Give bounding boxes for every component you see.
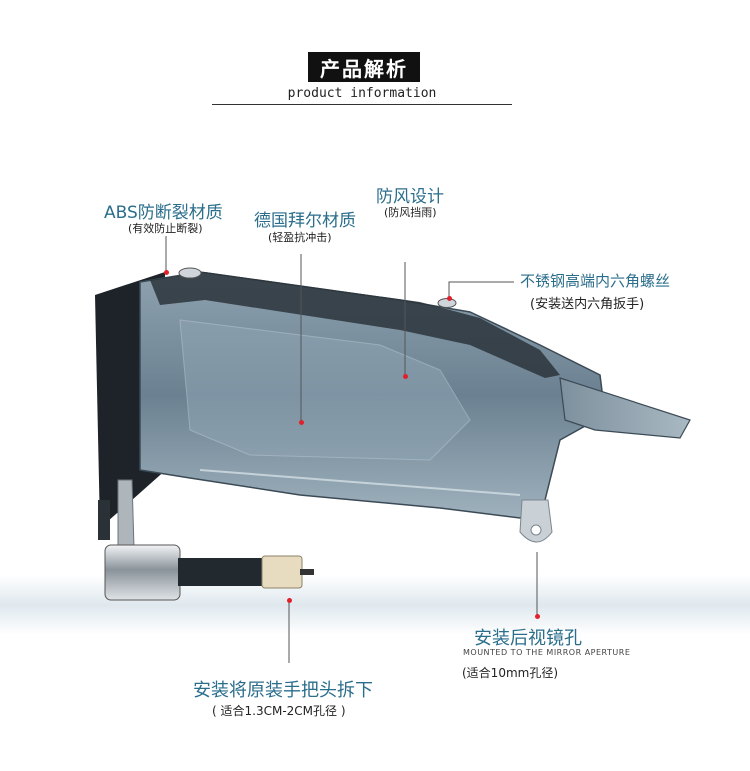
bracket-arm <box>117 479 135 549</box>
label-mirror: 安装后视镜孔 <box>474 628 582 649</box>
note-wind: (防风挡雨) <box>384 206 437 219</box>
marker-dot-mirror <box>535 614 540 619</box>
frame-foot <box>98 500 110 540</box>
label-abs: ABS防断裂材质 <box>104 203 223 223</box>
title-divider <box>212 104 512 105</box>
label-bayer: 德国拜尔材质 <box>254 211 356 231</box>
shell-edge-highlight <box>199 469 521 496</box>
marker-dot-screw <box>447 296 452 301</box>
expander-plug <box>261 555 303 589</box>
label-wind: 防风设计 <box>376 187 444 207</box>
marker-dot-bayer <box>299 420 304 425</box>
marker-dot-abs <box>164 270 169 275</box>
bar-end-weight <box>104 544 181 601</box>
note-screw: (安装送内六角扳手) <box>530 297 645 312</box>
leader-screw <box>448 281 514 298</box>
marker-dot-handlebar <box>287 598 292 603</box>
shell-top-trim <box>150 272 560 378</box>
label-screw: 不锈钢高端内六角螺丝 <box>520 272 671 290</box>
note-bayer: (轻盈抗冲击) <box>268 231 332 244</box>
label-handlebar: 安装将原装手把头拆下 <box>193 680 373 701</box>
wind-deflector <box>559 377 691 439</box>
marker-dot-wind <box>403 374 408 379</box>
bolt-tip <box>300 569 314 575</box>
shell-facet <box>179 319 471 461</box>
bar-end-sleeve <box>178 558 268 586</box>
note-abs: (有效防止断裂) <box>128 222 203 235</box>
english-mirror: MOUNTED TO THE MIRROR APERTURE <box>463 648 631 657</box>
mirror-hole <box>530 524 542 536</box>
rear-screw-icon <box>178 267 202 279</box>
mirror-mount-tab <box>519 499 553 543</box>
note-mirror: (适合10mm孔径) <box>462 666 559 680</box>
section-subtitle: product information <box>287 86 437 101</box>
note-handlebar: ( 适合1.3CM-2CM孔径 ) <box>212 704 346 718</box>
section-title: 产品解析 <box>308 52 420 82</box>
